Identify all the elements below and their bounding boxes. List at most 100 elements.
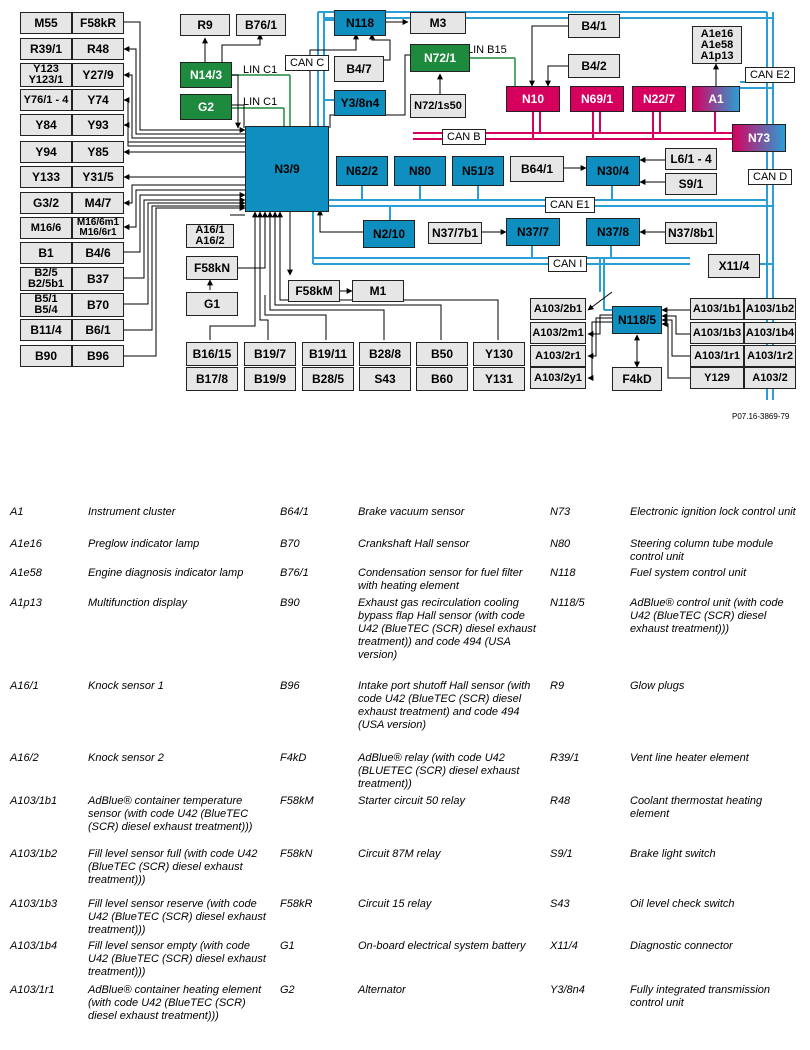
can-c-label: CAN C [285,55,330,71]
component-a103-2y1: A103/2y1 [530,367,586,389]
component-b1: B1 [20,242,72,264]
legend-description: Brake light switch [630,848,716,860]
component-y84: Y84 [20,114,72,136]
legend-code: A16/2 [10,752,39,764]
legend-description: Instrument cluster [88,506,176,518]
component-g3-2: G3/2 [20,192,72,214]
component-f58kr: F58kR [72,12,124,34]
component-g2: G2 [180,94,232,120]
legend-code: N73 [550,506,571,518]
component-y94: Y94 [20,141,72,163]
component-b28-5: B28/5 [302,367,354,391]
legend-code: F58kM [280,795,314,807]
component-b16-15: B16/15 [186,342,238,366]
legend-description: Alternator [358,984,406,996]
legend-code: N118 [550,567,576,579]
component-n73: N73 [732,124,786,152]
legend-code: A103/1r1 [10,984,55,996]
legend-code: G2 [280,984,295,996]
component-r39-1: R39/1 [20,38,72,60]
legend-description: Fill level sensor full (with code U42 (B… [88,848,258,886]
can-e1-label: CAN E1 [545,197,595,213]
legend-description: Condensation sensor for fuel filter with… [358,567,523,592]
component-b37: B37 [72,267,124,291]
component-b2-5: B2/5 B2/5b1 [20,267,72,291]
component-b19-11: B19/11 [302,342,354,366]
legend-description: AdBlue® container temperature sensor (wi… [88,795,253,833]
component-b4-7: B4/7 [334,56,384,82]
component-b96: B96 [72,345,124,367]
component-n72-1s50: N72/1s50 [410,94,466,118]
legend-code: F58kR [280,898,313,910]
component-b19-9: B19/9 [244,367,296,391]
component-n37-8: N37/8 [586,218,640,246]
component-g1: G1 [186,292,238,316]
component-y85: Y85 [72,141,124,163]
legend-description: On-board electrical system battery [358,940,526,952]
component-n118-5: N118/5 [612,306,662,334]
component-f58kn: F58kN [186,256,238,280]
can-d-label: CAN D [748,169,793,185]
component-a103-2r1: A103/2r1 [530,345,586,367]
legend-code: B96 [280,680,300,692]
component-a103-2b1: A103/2b1 [530,298,586,320]
component-a103-1b3: A103/1b3 [690,322,744,344]
legend-code: A1p13 [10,597,42,609]
component-b11-4: B11/4 [20,319,72,341]
component-s43: S43 [359,367,411,391]
lin-b15-label: LIN B15 [467,44,507,56]
legend-description: Circuit 15 relay [358,898,432,910]
component-m16-6: M16/6 [20,217,72,239]
component-y123: Y123 Y123/1 [20,63,72,87]
component-b6-1: B6/1 [72,319,124,341]
lin-c1-bottom-label: LIN C1 [243,96,278,108]
component-b76-1: B76/1 [236,14,286,36]
component-a1e16: A1e16 A1e58 A1p13 [692,26,742,64]
legend-description: Intake port shutoff Hall sensor (with co… [358,680,531,731]
component-n3-9: N3/9 [245,126,329,212]
component-b5-1: B5/1 B5/4 [20,293,72,317]
component-a103-1b2: A103/1b2 [744,298,796,320]
legend-code: Y3/8n4 [550,984,585,996]
component-l6-1: L6/1 - 4 [665,148,717,170]
legend-code: S9/1 [550,848,573,860]
component-n10: N10 [506,86,560,112]
legend-code: B76/1 [280,567,309,579]
legend-code: N118/5 [550,597,585,609]
legend-code: F4kD [280,752,307,764]
legend-description: Knock sensor 2 [88,752,164,764]
component-a103-1b1: A103/1b1 [690,298,744,320]
component-m55: M55 [20,12,72,34]
component-n80: N80 [394,156,446,186]
component-y76: Y76/1 - 4 [20,89,72,111]
legend-code: G1 [280,940,295,952]
legend-description: Vent line heater element [630,752,749,764]
component-y131: Y131 [473,367,525,391]
legend-code: R48 [550,795,571,807]
component-n62-2: N62/2 [336,156,388,186]
component-y93: Y93 [72,114,124,136]
legend-code: N80 [550,538,571,550]
legend-code: A103/1b4 [10,940,58,952]
legend-description: Brake vacuum sensor [358,506,465,518]
component-b4-1: B4/1 [568,14,620,38]
legend-description: Steering column tube module control unit [630,538,774,563]
legend-code: B70 [280,538,300,550]
component-y31-5: Y31/5 [72,166,124,188]
legend-code: S43 [550,898,570,910]
component-n37-8b1: N37/8b1 [665,222,717,244]
component-a103-1b4: A103/1b4 [744,322,796,344]
component-b60: B60 [416,367,468,391]
legend-description: Crankshaft Hall sensor [358,538,470,550]
legend-description: Fully integrated transmission control un… [630,984,771,1009]
legend-description: AdBlue® container heating element (with … [88,984,262,1022]
component-n69-1: N69/1 [570,86,624,112]
legend-description: Diagnostic connector [630,940,733,952]
legend-description: Engine diagnosis indicator lamp [88,567,244,579]
legend-code: A1 [10,506,24,518]
legend-description: Starter circuit 50 relay [358,795,465,807]
component-y130: Y130 [473,342,525,366]
component-r9: R9 [180,14,230,36]
component-m1: M1 [352,280,404,302]
component-a16: A16/1 A16/2 [186,224,234,248]
